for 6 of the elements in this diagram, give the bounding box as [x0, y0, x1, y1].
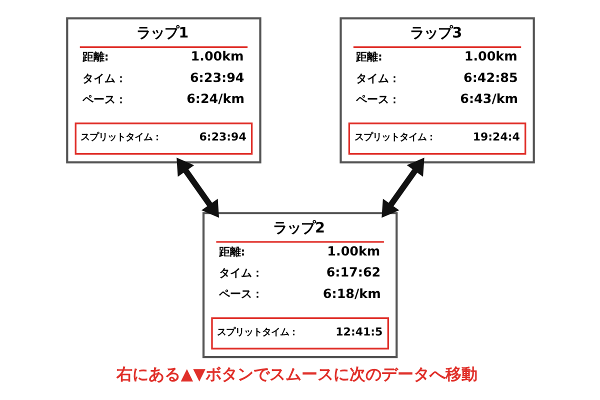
arrow — [176, 158, 219, 218]
node-box: スプリットタイム： 12:41:5 — [210, 317, 388, 350]
arrow — [381, 158, 424, 218]
node-box: スプリットタイム： 6:23:94 — [74, 122, 252, 155]
caption: 右にある▲▼ボタンでスムースに次のデータへ移動 — [116, 364, 477, 384]
node-box: スプリットタイム： 19:24:4 — [348, 122, 526, 155]
